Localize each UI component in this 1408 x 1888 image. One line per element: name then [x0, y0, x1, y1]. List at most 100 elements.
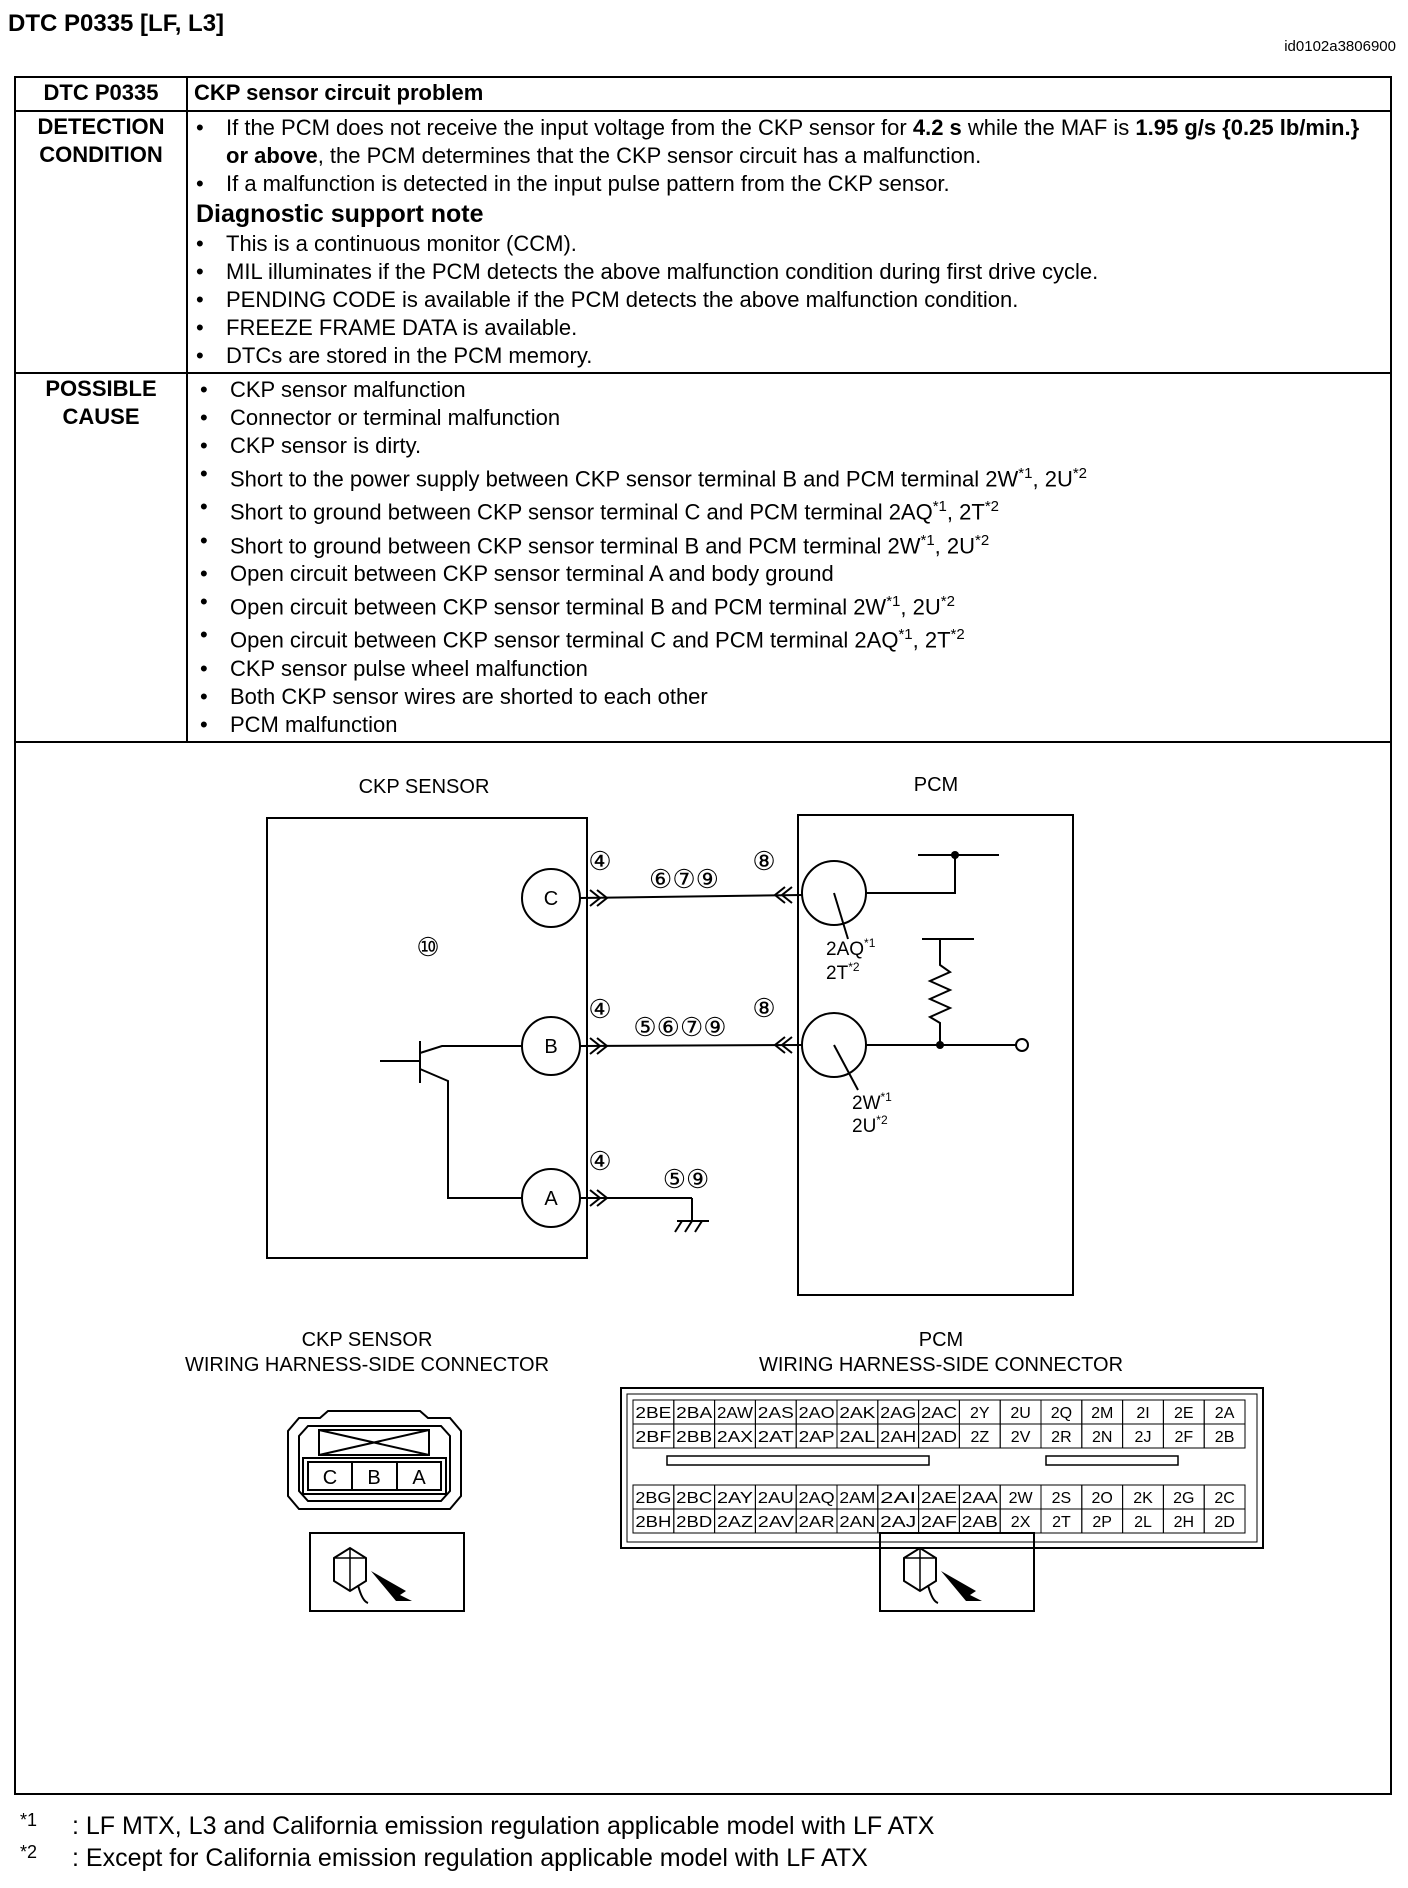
pcm-pin-label: 2N [1092, 1429, 1112, 1446]
footnote-2-mark: *2 [20, 1842, 38, 1862]
pcm-pin-label: 2L [1134, 1514, 1152, 1531]
pcm-pin-label: 2AU [758, 1490, 794, 1507]
pcm-pin-label: 2E [1174, 1405, 1194, 1422]
footnote-1-mark: *1 [20, 1810, 38, 1830]
pull-up-resistor [927, 938, 953, 1045]
pcm-pin-cell [1203, 1508, 1246, 1534]
pcm-pin-label: 2T [1052, 1514, 1071, 1531]
cause-content: CKP sensor malfunction Connector or term… [186, 372, 1392, 743]
connector-arrow [589, 1036, 602, 1055]
diagnostic-note-list: This is a continuous monitor (CCM). MIL … [188, 230, 1384, 370]
pcm-pin-label: 2AY [717, 1490, 753, 1507]
wire-b [579, 1043, 803, 1047]
pcm-pin-cell [1203, 1423, 1246, 1449]
pcm-pin-label: 2Z [970, 1429, 989, 1446]
cause-item: CKP sensor is dirty. [200, 432, 1384, 460]
ckp-conn-pin-a: A [412, 1467, 426, 1489]
pcm-pin-label: 2AF [921, 1514, 957, 1531]
detection-list: If the PCM does not receive the input vo… [188, 114, 1384, 198]
footnote-2: *2 : Except for California emission regu… [20, 1842, 934, 1874]
page-title: DTC P0335 [LF, L3] [8, 10, 225, 37]
pcm-internal-c [866, 854, 956, 894]
connector-arrow [596, 888, 609, 907]
detection-item: If a malfunction is detected in the inpu… [196, 170, 1384, 198]
junction-dot [936, 1040, 944, 1049]
pcm-pin-label: 2B [1215, 1429, 1235, 1446]
wire-b-refs: ⑤⑥⑦⑨ [633, 1012, 726, 1042]
wiring-diagram: CKP SENSOR PCM C B A ⑩ ④ ④ ④ ⑧ ⑧ ⑥⑦⑨ ⑤⑥⑦… [185, 774, 1264, 1612]
pcm-connector-caption-1: PCM [919, 1329, 963, 1351]
pcm-pin-label: 2S [1052, 1490, 1072, 1507]
pcm-pin-label: 2AA [962, 1490, 998, 1507]
leader-line [833, 892, 849, 939]
ckp-connector-caption-1: CKP SENSOR [302, 1329, 433, 1351]
pcm-pin-label: 2AJ [880, 1514, 916, 1531]
wire-c-refs: ⑥⑦⑨ [649, 864, 719, 894]
note-item: MIL illuminates if the PCM detects the a… [196, 258, 1384, 286]
diagram-row: CKP SENSOR PCM C B A ⑩ ④ ④ ④ ⑧ ⑧ ⑥⑦⑨ ⑤⑥⑦… [14, 740, 1392, 1795]
footnote-1-text: : LF MTX, L3 and California emission reg… [72, 1812, 935, 1840]
ckp-sensor-box [266, 816, 588, 1259]
cause-item: Open circuit between CKP sensor terminal… [200, 560, 1384, 588]
pcm-pin-label: 2AH [880, 1429, 916, 1446]
cause-label-line2: CAUSE [62, 404, 140, 429]
pcm-pin-label: 2BA [676, 1405, 712, 1422]
ref-4-a: ④ [588, 1146, 611, 1176]
footnotes: *1 : LF MTX, L3 and California emission … [20, 1810, 934, 1874]
dtc-table: DTC P0335 CKP sensor circuit problem DET… [14, 76, 1392, 1795]
pcm-connector-caption-2: WIRING HARNESS-SIDE CONNECTOR [759, 1354, 1123, 1376]
junction-dot [951, 850, 959, 859]
wire-c [579, 893, 803, 899]
dtc-code-cell: DTC P0335 [14, 76, 188, 112]
ref-8-b: ⑧ [752, 993, 775, 1023]
pcm-pin-label: 2AB [962, 1514, 998, 1531]
pcm-pin-label: 2AP [799, 1429, 835, 1446]
pcm-pin-label: 2O [1092, 1490, 1113, 1507]
connector-arrow [596, 1188, 609, 1207]
leader-line [833, 1044, 859, 1091]
note-item: PENDING CODE is available if the PCM det… [196, 286, 1384, 314]
pcm-term-2aq: 2AQ*1 [826, 936, 876, 960]
pcm-internal-terminal [1015, 1037, 1029, 1052]
cause-item: Short to ground between CKP sensor termi… [200, 527, 1384, 560]
pcm-pin-label: 2A [1215, 1405, 1235, 1422]
pcm-pin-label: 2BB [676, 1429, 712, 1446]
pcm-pin-label: 2AL [839, 1429, 875, 1446]
pcm-pin-label: 2W [1009, 1490, 1034, 1507]
wire-a-refs: ⑤⑨ [663, 1164, 710, 1194]
pcm-pin-label: 2AT [758, 1429, 794, 1446]
ground-symbol [674, 1220, 683, 1233]
pcm-pin-label: 2V [1011, 1429, 1031, 1446]
pcm-pin-label: 2U [1010, 1405, 1030, 1422]
pcm-pin-label: 2BC [676, 1490, 712, 1507]
dtc-description-cell: CKP sensor circuit problem [186, 76, 1392, 112]
cause-item: Open circuit between CKP sensor terminal… [200, 588, 1384, 621]
pcm-pin-label: 2P [1092, 1514, 1112, 1531]
pcm-term-2t: 2T*2 [826, 960, 860, 984]
pcm-pin-label: 2J [1135, 1429, 1152, 1446]
cause-item: Short to the power supply between CKP se… [200, 460, 1384, 493]
pcm-pin-label: 2AG [880, 1405, 916, 1422]
ground-symbol [694, 1220, 703, 1233]
ref-10: ⑩ [416, 932, 439, 962]
pcm-pin-label: 2AW [717, 1405, 754, 1422]
cause-item: Connector or terminal malfunction [200, 404, 1384, 432]
detection-label-line2: CONDITION [39, 142, 163, 167]
pcm-box [797, 813, 1074, 1296]
cause-row: POSSIBLE CAUSE CKP sensor malfunction Co… [14, 372, 1392, 743]
pcm-pin-label: 2I [1136, 1405, 1149, 1422]
pcm-pin-label: 2AV [758, 1514, 794, 1531]
pcm-pin-label: 2R [1051, 1429, 1071, 1446]
pcm-pin-label: 2AZ [717, 1514, 753, 1531]
note-item: This is a continuous monitor (CCM). [196, 230, 1384, 258]
connector-arrow [780, 1035, 793, 1054]
pcm-pin-label: 2AR [799, 1514, 835, 1531]
cause-item: PCM malfunction [200, 711, 1384, 739]
cause-item: CKP sensor pulse wheel malfunction [200, 655, 1384, 683]
connector-arrow [780, 885, 793, 904]
terminal-a-label: A [544, 1188, 558, 1210]
pcm-pin-label: 2Y [970, 1405, 990, 1422]
cause-item: Short to ground between CKP sensor termi… [200, 493, 1384, 526]
pcm-pin-label: 2BF [635, 1429, 671, 1446]
